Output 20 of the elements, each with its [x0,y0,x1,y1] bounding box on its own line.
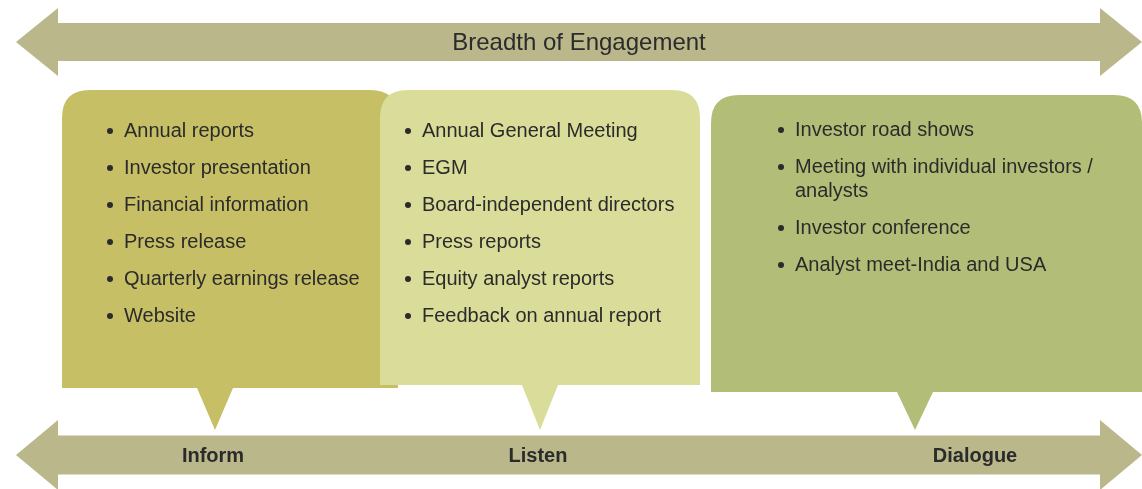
bullet-item: Press release [124,230,247,252]
bullet-item: Financial information [124,193,309,215]
bullet-item: EGM [422,156,468,178]
bullet-item: Website [124,304,196,326]
bullet-item: Press reports [422,230,541,252]
bullet-item: Board-independent directors [422,193,675,215]
bullet-item: Investor presentation [124,156,311,178]
bullet-item: Annual reports [124,119,255,141]
bullet-item: Equity analyst reports [422,267,615,289]
bullet-item: Quarterly earnings release [124,267,360,289]
bullet-item: Investor road shows [795,118,974,140]
bullet-item: Investor conference [795,216,971,238]
axis-label: Dialogue [932,443,1018,467]
bullet-item: Feedback on annual report [422,304,662,326]
bullet-item: Meeting with individual investors / analysts [795,155,1093,201]
band-title: Breadth of Engagement [452,28,706,56]
axis-label: Listen [508,443,568,467]
bullet-item: Annual General Meeting [422,119,638,141]
bullet-item: Analyst meet-India and USA [795,253,1047,275]
axis-label: Inform [181,443,245,467]
